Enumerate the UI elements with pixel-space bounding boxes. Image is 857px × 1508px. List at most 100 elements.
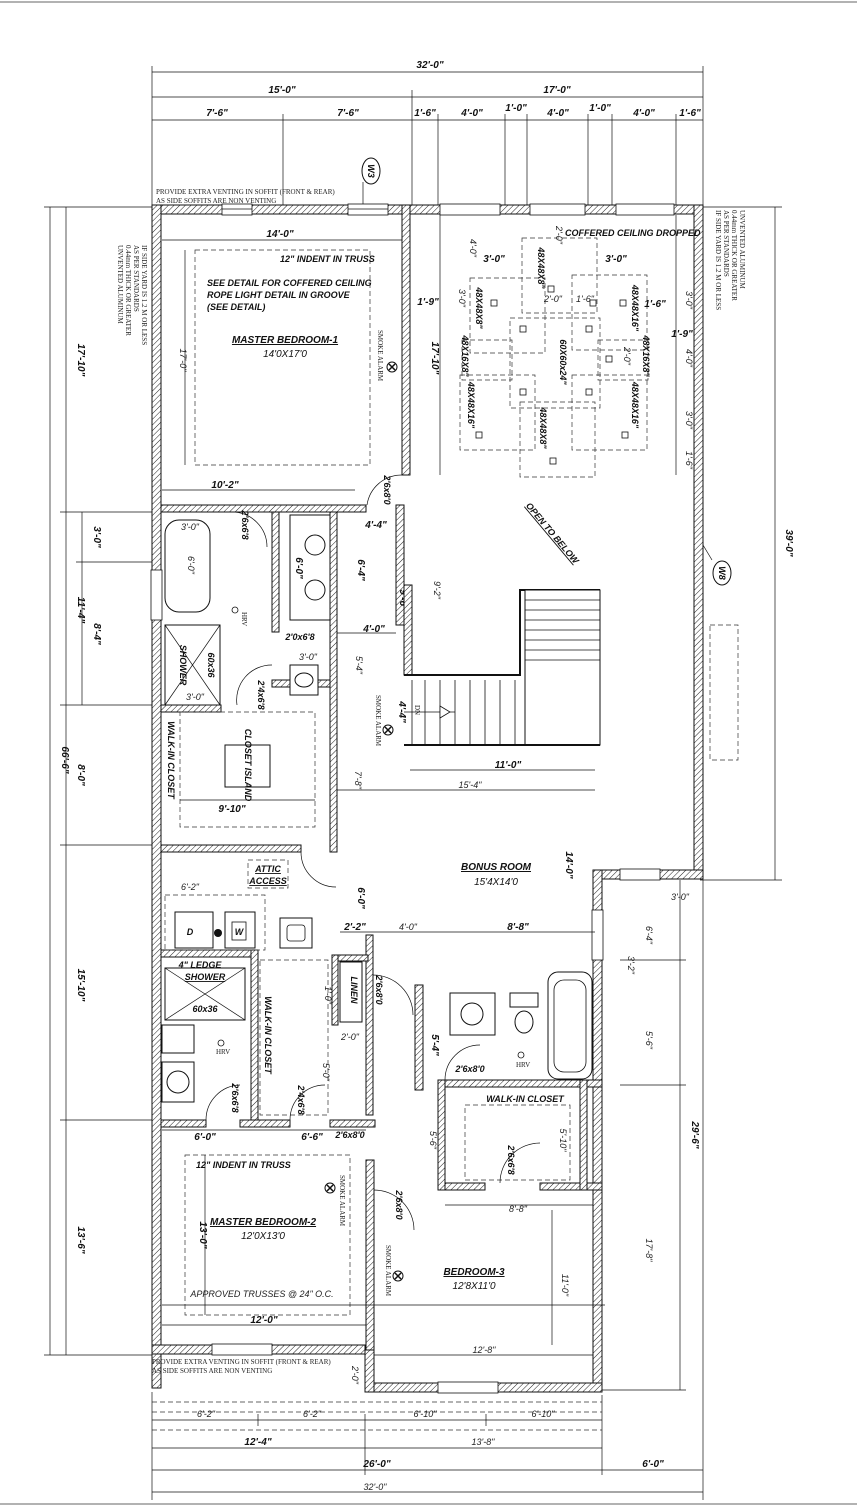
open-to-below: OPEN TO BELOW bbox=[524, 501, 582, 567]
dim-left-4: 8'-4" bbox=[91, 623, 102, 645]
m1-detail-1: SEE DETAIL FOR COFFERED CEILING bbox=[207, 278, 372, 288]
ens1-tub bbox=[164, 519, 211, 613]
dim-top-seg-r4: 4'-0" bbox=[546, 108, 569, 119]
svg-text:ATTIC: ATTIC bbox=[254, 864, 281, 874]
window-tag-w8: W8 bbox=[699, 539, 732, 586]
coffered-ceiling: COFFERED CEILING DROPPED 48X48X8" 48X48X… bbox=[417, 215, 701, 567]
svg-text:3'-0": 3'-0" bbox=[299, 652, 318, 662]
svg-text:ACCESS: ACCESS bbox=[248, 876, 287, 886]
dim-right-seg-4: 17'-8" bbox=[644, 1239, 654, 1263]
bottom-dimensions: 6'-2" 6'-2" 6'-10" 6'-10" 12'-4" 13'-8" … bbox=[151, 880, 704, 1500]
svg-text:2'6x6'8: 2'6x6'8 bbox=[506, 1144, 516, 1174]
dryer bbox=[174, 911, 214, 949]
svg-text:5'-4": 5'-4" bbox=[354, 656, 364, 675]
m2-indent: 12" INDENT IN TRUSS bbox=[196, 1160, 291, 1170]
dim-left-1: 17'-10" bbox=[75, 344, 86, 377]
window-tag-w3: W3 bbox=[361, 157, 381, 207]
svg-text:7'-8": 7'-8" bbox=[353, 771, 363, 790]
svg-text:SMOKE ALARM: SMOKE ALARM bbox=[374, 695, 382, 747]
walk-in-closet-3: WALK-IN CLOSET 5'-6" 5'-10" 2'6x6'8 8'-8… bbox=[428, 1094, 593, 1214]
svg-text:CLOSET ISLAND: CLOSET ISLAND bbox=[243, 729, 253, 802]
dim-right-total: 39'-0" bbox=[783, 529, 794, 556]
dim-left-7: 13'-6" bbox=[75, 1226, 86, 1253]
bonus-name: BONUS ROOM bbox=[461, 862, 532, 873]
dim-left-5: 8'-0" bbox=[75, 764, 86, 786]
svg-text:3'-0": 3'-0" bbox=[457, 289, 467, 308]
walk-in-closet-1: WALK-IN CLOSET CLOSET ISLAND 9'-10" 7'-8… bbox=[166, 711, 363, 828]
dim-left-total: 66'-6" bbox=[59, 746, 70, 773]
m1-door: 2'6x8'0 bbox=[382, 474, 392, 504]
svg-text:2'4x6'8: 2'4x6'8 bbox=[296, 1084, 306, 1114]
svg-text:60x36: 60x36 bbox=[206, 652, 216, 678]
closet1-name: WALK-IN CLOSET bbox=[166, 721, 176, 800]
bath3-toilet-tank bbox=[509, 992, 539, 1008]
svg-text:9'-2": 9'-2" bbox=[432, 581, 442, 600]
ens2-toilet-tank bbox=[161, 1024, 195, 1054]
svg-text:48X16X8": 48X16X8" bbox=[460, 334, 470, 377]
svg-text:8'-8": 8'-8" bbox=[509, 1204, 528, 1214]
w8-label: W8 bbox=[717, 566, 727, 580]
m1-size: 14'0X17'0 bbox=[263, 349, 307, 360]
dim-top-seg-r5: 1'-0" bbox=[589, 103, 611, 114]
svg-text:1'-6": 1'-6" bbox=[576, 294, 595, 304]
svg-text:6'-0": 6'-0" bbox=[194, 1132, 216, 1143]
bath3-tub bbox=[547, 971, 593, 1080]
m1-detail-3: (SEE DETAIL) bbox=[207, 302, 265, 312]
soffit-note-bottom-1: PROVIDE EXTRA VENTING IN SOFFIT (FRONT &… bbox=[152, 1358, 331, 1366]
svg-text:2'-0": 2'-0" bbox=[554, 225, 564, 245]
ens2-hrv-icon bbox=[217, 1039, 225, 1047]
dryer-vent-icon bbox=[214, 929, 222, 937]
svg-text:2'6x8'0: 2'6x8'0 bbox=[374, 974, 384, 1004]
ens1-vanity bbox=[289, 514, 331, 621]
svg-text:11'-0": 11'-0" bbox=[560, 1274, 570, 1297]
dim-right-seg-3: 5'-6" bbox=[644, 1031, 654, 1050]
m1-smoke-label: SMOKE ALARM bbox=[376, 330, 384, 382]
svg-text:LINEN: LINEN bbox=[349, 977, 359, 1005]
exterior-dashed-box bbox=[709, 624, 739, 761]
dim-right-seg-2: 3'-2" bbox=[626, 956, 636, 975]
svg-text:4'-4": 4'-4" bbox=[396, 700, 407, 723]
laundry: 6'-2" D W 4" LEDGE SHOWER 60x36 HRV 2'6x… bbox=[161, 882, 313, 1143]
dim-left-3: 11'-4" bbox=[75, 597, 86, 624]
svg-text:13'-8": 13'-8" bbox=[472, 1437, 496, 1447]
svg-text:1'-0": 1'-0" bbox=[323, 986, 333, 1005]
soffit-note-top-1: PROVIDE EXTRA VENTING IN SOFFIT (FRONT &… bbox=[156, 188, 335, 196]
soffit-note-bottom-2: AS SIDE SOFFITS ARE NON VENTING bbox=[152, 1367, 272, 1375]
w3-label: W3 bbox=[366, 164, 376, 178]
dim-top-right: 17'-0" bbox=[543, 85, 570, 96]
svg-text:IF SIDE YARD IS 1.2 M OR LESS: IF SIDE YARD IS 1.2 M OR LESS bbox=[140, 245, 148, 345]
closet2-name: WALK-IN CLOSET bbox=[263, 996, 273, 1075]
svg-text:6'-0": 6'-0" bbox=[186, 556, 196, 575]
ens1-wc-door: 2'0x6'8 bbox=[284, 632, 314, 642]
dim-top-seg-r7: 1'-6" bbox=[679, 108, 701, 119]
svg-text:UNVENTED ALUMINUM: UNVENTED ALUMINUM bbox=[738, 210, 746, 290]
m2-size: 12'0X13'0 bbox=[241, 1231, 285, 1242]
dim-top-seg-l1: 7'-6" bbox=[206, 108, 228, 119]
svg-text:4'-0": 4'-0" bbox=[468, 239, 478, 258]
soffit-note-top-2: AS SIDE SOFFITS ARE NON VENTING bbox=[156, 197, 276, 205]
windows bbox=[150, 203, 675, 1394]
svg-text:3'-0": 3'-0" bbox=[605, 254, 627, 265]
dim-top-seg-r3: 1'-0" bbox=[505, 103, 527, 114]
svg-text:4'-4": 4'-4" bbox=[364, 520, 387, 531]
svg-text:2'-0": 2'-0" bbox=[340, 1032, 360, 1042]
ens1-hrv-icon bbox=[231, 606, 239, 614]
svg-text:9'-6": 9'-6" bbox=[397, 589, 408, 611]
svg-text:48X48X8": 48X48X8" bbox=[474, 286, 484, 329]
linen-closet bbox=[339, 961, 363, 1023]
svg-text:6'-6": 6'-6" bbox=[301, 1132, 323, 1143]
master-bedroom-2: 12" INDENT IN TRUSS SMOKE ALARM MASTER B… bbox=[162, 1154, 415, 1326]
right-dimensions: 39'-0" 29'-6" 6'-4" 3'-2" 5'-6" 17'-8" bbox=[600, 206, 794, 1391]
m1-depth: 17'-0" bbox=[178, 349, 188, 373]
closet3-name: WALK-IN CLOSET bbox=[486, 1094, 565, 1104]
svg-text:DN: DN bbox=[413, 705, 421, 715]
svg-text:6'-2": 6'-2" bbox=[303, 1409, 322, 1419]
svg-text:1'-9": 1'-9" bbox=[671, 329, 693, 340]
svg-text:48X48X16": 48X48X16" bbox=[630, 381, 640, 429]
dim-right-lower: 29'-6" bbox=[689, 1120, 700, 1148]
ens1-door: 2'6x6'8 bbox=[240, 509, 250, 539]
b3-name: BEDROOM-3 bbox=[443, 1267, 505, 1278]
bonus-room: 11'-0" 15'-4" BONUS ROOM 15'4X14'0 14'-0… bbox=[247, 760, 690, 933]
svg-text:6'-2": 6'-2" bbox=[197, 1409, 216, 1419]
svg-text:SMOKE ALARM: SMOKE ALARM bbox=[384, 1245, 392, 1297]
